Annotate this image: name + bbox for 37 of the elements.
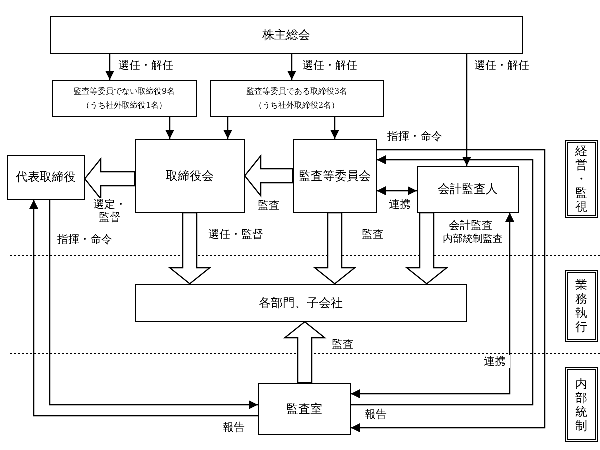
process-box: 各部門、子会社	[135, 284, 467, 322]
arrow	[224, 117, 232, 139]
process-box: 代表取締役	[7, 155, 85, 200]
edge-label: 選任・解任	[472, 59, 532, 72]
block-arrow	[168, 212, 212, 285]
arrow	[106, 54, 114, 80]
arrow	[462, 54, 472, 166]
arrow	[351, 213, 514, 398]
category-band: 経営・監視	[565, 140, 598, 218]
arrow	[330, 117, 340, 139]
block-arrow	[405, 212, 449, 285]
edge-label: 指揮・命令	[385, 130, 445, 143]
edge-label: 指揮・命令	[55, 233, 115, 246]
edge-label: 選任・解任	[116, 59, 176, 72]
arrow	[351, 149, 546, 432]
block-arrow	[313, 212, 357, 285]
block-arrow	[283, 321, 327, 384]
edge-label: 選任・解任	[300, 59, 360, 72]
process-box: 取締役会	[135, 139, 245, 213]
process-box: 会計監査人	[417, 166, 519, 213]
arrow	[288, 54, 296, 80]
category-band: 内部統制	[565, 367, 598, 442]
edge-label: 選任・監督	[206, 228, 266, 241]
director-box: 監査等委員でない取締役9名（うち社外取締役1名）	[52, 80, 197, 117]
arrow	[377, 186, 417, 196]
block-arrow	[84, 157, 136, 201]
block-arrow	[244, 154, 294, 198]
process-box: 監査等委員会	[293, 139, 377, 213]
meeting-box: 株主総会	[50, 16, 523, 54]
note-label: 内部統制監査	[442, 233, 504, 246]
edge-label: 報告	[362, 408, 390, 421]
edge-label: 報告	[220, 421, 248, 434]
process-box: 監査室	[258, 383, 351, 435]
arrow	[351, 156, 534, 406]
director-box: 監査等委員である取締役3名（うち社外取締役2名）	[210, 80, 384, 117]
category-band: 業務執行	[565, 270, 598, 342]
arrow	[166, 117, 174, 139]
